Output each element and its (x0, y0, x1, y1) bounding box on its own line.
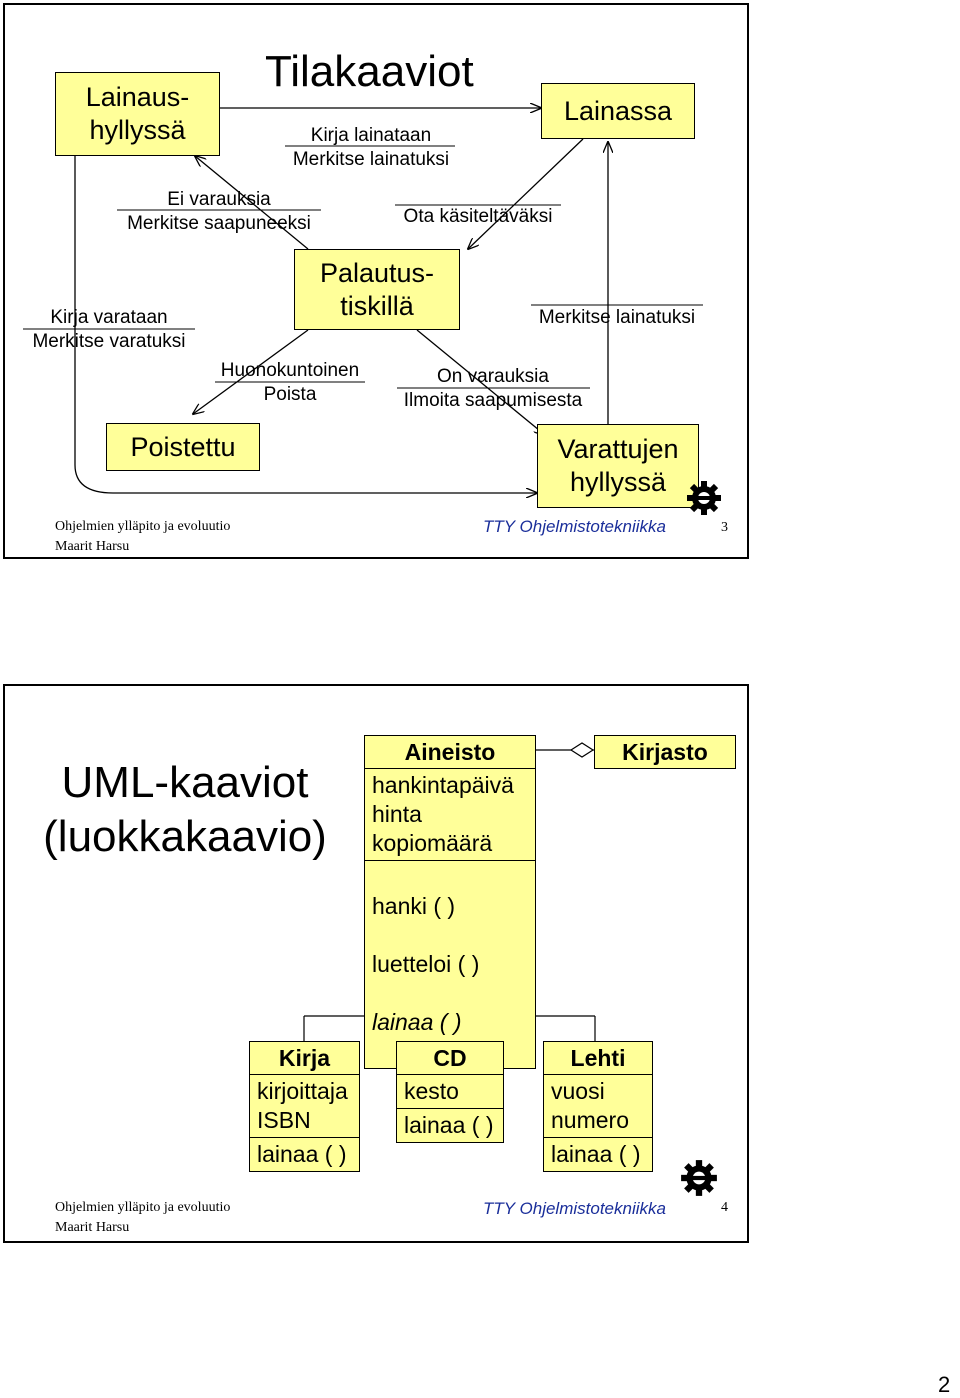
gear-logo-icon (687, 481, 721, 515)
footer-author: Ohjelmien ylläpito ja evoluutio Maarit H… (55, 1200, 231, 1235)
state-lainaushyllyssa: Lainaus- hyllyssä (55, 72, 220, 156)
class-attributes: vuosi numero (551, 1078, 629, 1133)
class-operations: hanki ( ) luetteloi ( ) lainaa ( ) (365, 860, 535, 1068)
state-lainassa: Lainassa (541, 83, 695, 139)
transition-label-ota-kasiteltavaksi: Ota käsiteltäväksi (403, 206, 553, 227)
class-name: Kirjasto (622, 739, 708, 765)
slide-state-diagram: Tilakaaviot Lainaus- hyllyssä Lainassa P… (3, 3, 749, 559)
state-poistettu: Poistettu (106, 423, 260, 471)
class-attributes: kesto (404, 1078, 459, 1104)
slide-title: Tilakaaviot (265, 47, 474, 96)
transition-label-merkitse-lainatuksi: Merkitse lainatuksi (538, 307, 696, 328)
transition-label-ei-varauksia: Ei varauksia Merkitse saapuneeksi (127, 189, 311, 234)
state-varattujen-hyllyssa: Varattujen hyllyssä (537, 424, 699, 508)
class-kirja: Kirja kirjoittaja ISBN lainaa ( ) (249, 1041, 360, 1172)
transition-label-varataan: Kirja varataan Merkitse varatuksi (32, 307, 186, 352)
class-operations: lainaa ( ) (250, 1137, 359, 1171)
class-operations: lainaa ( ) (397, 1108, 503, 1142)
class-name: Kirja (250, 1042, 359, 1075)
class-name: Lehti (544, 1042, 652, 1075)
class-cd: CD kesto lainaa ( ) (396, 1041, 504, 1143)
slide-title: UML-kaaviot (luokkakaavio) (43, 758, 327, 861)
class-attributes: hankintapäivä hinta kopiomäärä (372, 772, 514, 856)
class-lehti: Lehti vuosi numero lainaa ( ) (543, 1041, 653, 1172)
class-attributes: kirjoittaja ISBN (257, 1078, 348, 1133)
class-operations: lainaa ( ) (544, 1137, 652, 1171)
state-palautustiskilla: Palautus- tiskillä (294, 249, 460, 330)
operation: luetteloi ( ) (372, 951, 480, 977)
footer-department: TTY Ohjelmistotekniikka (483, 1199, 666, 1218)
class-name: Aineisto (365, 736, 535, 769)
gear-logo-icon (681, 1160, 717, 1196)
slide-class-diagram: UML-kaaviot (luokkakaavio) Aineisto hank… (3, 684, 749, 1243)
slide-number: 3 (721, 520, 728, 535)
slide-number: 4 (721, 1200, 728, 1215)
footer-department: TTY Ohjelmistotekniikka (483, 517, 666, 536)
class-kirjasto: Kirjasto (594, 735, 736, 769)
operation: hanki ( ) (372, 893, 456, 919)
state-transition-arrows (23, 5, 703, 561)
transition-label-on-varauksia: On varauksia Ilmoita saapumisesta (403, 366, 583, 411)
class-aineisto: Aineisto hankintapäivä hinta kopiomäärä … (364, 735, 536, 1069)
footer-author: Ohjelmien ylläpito ja evoluutio Maarit H… (55, 519, 231, 554)
abstract-operation: lainaa ( ) (372, 1009, 462, 1035)
sheet-page-number: 2 (938, 1372, 951, 1397)
transition-label-huonokuntoinen: Huonokuntoinen Poista (220, 360, 360, 405)
class-name: CD (397, 1042, 503, 1075)
transition-label-lainataan: Kirja lainataan Merkitse lainatuksi (292, 125, 450, 170)
